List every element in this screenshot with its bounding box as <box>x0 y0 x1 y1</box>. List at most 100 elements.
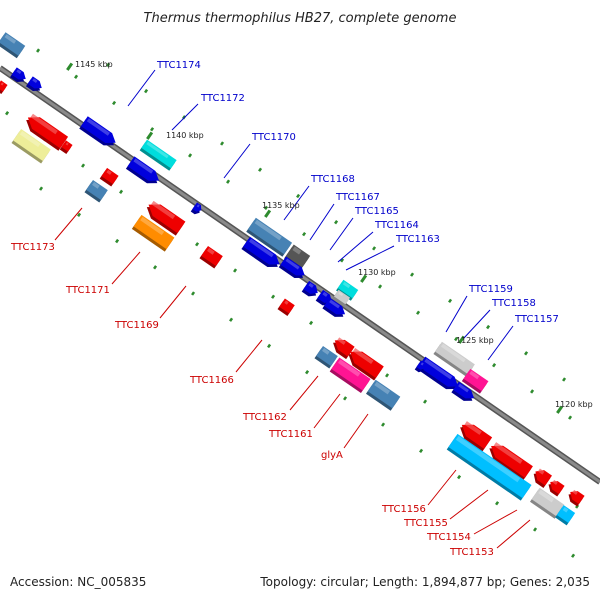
gene-label-ttc1154[interactable]: TTC1154 <box>426 532 471 543</box>
gene-feature[interactable] <box>284 244 311 270</box>
gene-label-ttc1168[interactable]: TTC1168 <box>310 174 355 185</box>
gene-feature[interactable] <box>131 214 175 252</box>
tick-mark <box>419 448 424 453</box>
scale-label-1130: 1130 kbp <box>358 268 396 277</box>
gene-feature[interactable] <box>246 217 293 257</box>
gene-feature[interactable] <box>336 279 359 301</box>
gene-feature[interactable] <box>322 297 347 321</box>
gene-label-ttc1158[interactable]: TTC1158 <box>491 298 536 309</box>
gene-label-ttc1156[interactable]: TTC1156 <box>381 504 426 515</box>
gene-feature[interactable] <box>241 236 282 272</box>
tick-mark <box>524 351 529 356</box>
gene-feature[interactable] <box>9 67 28 85</box>
gene-feature[interactable] <box>461 368 489 394</box>
gene-label-ttc1165[interactable]: TTC1165 <box>354 206 399 217</box>
gene-label-ttc1157[interactable]: TTC1157 <box>514 314 559 325</box>
gene-feature[interactable] <box>301 280 321 300</box>
gene-label-ttc1174[interactable]: TTC1174 <box>156 60 201 71</box>
gene-feature[interactable] <box>0 32 26 59</box>
scale-tick <box>146 131 154 140</box>
tick-mark <box>340 258 345 263</box>
tick-mark <box>454 336 459 342</box>
gene-feature[interactable] <box>330 335 355 360</box>
gene-label-ttc1161[interactable]: TTC1161 <box>268 429 313 440</box>
tick-mark <box>378 284 383 289</box>
gene-feature[interactable] <box>79 116 119 150</box>
gene-feature[interactable] <box>433 341 475 377</box>
tick-mark <box>448 298 453 303</box>
gene-feature-body <box>247 217 293 255</box>
gene-feature[interactable] <box>22 112 69 151</box>
label-leaders <box>54 69 531 549</box>
tick-mark <box>229 317 234 322</box>
gene-feature-body <box>27 76 42 89</box>
gene-feature[interactable] <box>485 440 533 481</box>
gene-feature[interactable] <box>555 505 576 526</box>
tick-mark <box>423 399 428 404</box>
tick-mark <box>36 48 41 53</box>
gene-feature-highlight <box>0 82 4 86</box>
gene-feature[interactable] <box>190 202 204 216</box>
gene-feature-highlight <box>308 282 314 288</box>
scale-label-1140: 1140 kbp <box>166 131 204 140</box>
label-leader-line <box>283 185 310 221</box>
gene-feature[interactable] <box>345 346 384 381</box>
gene-feature[interactable] <box>314 345 338 369</box>
gene-label-ttc1159[interactable]: TTC1159 <box>468 284 513 295</box>
gene-label-glya[interactable]: glyA <box>321 450 343 461</box>
gene-feature[interactable] <box>99 167 119 187</box>
gene-feature[interactable] <box>25 76 44 94</box>
gene-label-ttc1169[interactable]: TTC1169 <box>114 320 159 331</box>
gene-feature[interactable] <box>11 129 51 164</box>
gene-feature[interactable] <box>451 381 476 405</box>
gene-feature[interactable] <box>456 419 493 452</box>
scale-tick <box>66 62 74 71</box>
gene-feature-highlight <box>86 118 110 136</box>
gene-label-ttc1170[interactable]: TTC1170 <box>251 132 296 143</box>
gene-label-ttc1167[interactable]: TTC1167 <box>335 192 380 203</box>
gene-feature[interactable] <box>59 140 73 155</box>
gene-feature-highlight <box>469 370 480 380</box>
gene-feature[interactable] <box>416 356 462 394</box>
tick-mark <box>112 100 117 106</box>
gene-feature-highlight <box>538 489 555 503</box>
gene-feature[interactable] <box>278 256 308 282</box>
tick-mark <box>385 373 390 378</box>
gene-feature[interactable] <box>530 467 552 488</box>
gene-feature-body <box>101 167 119 185</box>
gene-feature[interactable] <box>0 80 8 95</box>
gene-feature-body <box>531 487 565 517</box>
gene-label-ttc1163[interactable]: TTC1163 <box>395 234 440 245</box>
gene-feature[interactable] <box>332 289 351 307</box>
gene-label-ttc1173[interactable]: TTC1173 <box>10 242 55 253</box>
gene-feature[interactable] <box>199 245 223 269</box>
gene-label-ttc1166[interactable]: TTC1166 <box>189 375 234 386</box>
gene-label-ttc1171[interactable]: TTC1171 <box>65 285 110 296</box>
gene-label-ttc1172[interactable]: TTC1172 <box>200 93 245 104</box>
gene-feature-body <box>133 214 175 250</box>
scale-tick <box>264 209 272 218</box>
tick-marks <box>5 48 580 558</box>
gene-feature-highlight <box>146 141 169 159</box>
gene-feature[interactable] <box>566 488 585 507</box>
gene-feature[interactable] <box>277 298 295 316</box>
gene-feature[interactable] <box>446 433 532 501</box>
gene-feature[interactable] <box>365 379 401 411</box>
gene-feature[interactable] <box>529 487 565 519</box>
gene-label-ttc1153[interactable]: TTC1153 <box>449 547 494 558</box>
gene-label-ttc1164[interactable]: TTC1164 <box>374 220 419 231</box>
gene-feature[interactable] <box>315 289 335 309</box>
gene-feature[interactable] <box>125 156 163 188</box>
gene-feature[interactable] <box>546 478 565 497</box>
gene-feature[interactable] <box>143 199 186 236</box>
gene-feature[interactable] <box>329 357 371 394</box>
gene-feature-highlight <box>292 246 302 255</box>
gene-feature[interactable] <box>414 360 428 374</box>
gene-label-ttc1162[interactable]: TTC1162 <box>242 412 287 423</box>
gene-feature-highlight <box>32 78 38 84</box>
tick-mark <box>334 220 339 225</box>
gene-feature-body <box>316 345 338 367</box>
gene-feature[interactable] <box>139 139 177 171</box>
gene-feature[interactable] <box>84 179 108 203</box>
gene-label-ttc1155[interactable]: TTC1155 <box>403 518 448 529</box>
